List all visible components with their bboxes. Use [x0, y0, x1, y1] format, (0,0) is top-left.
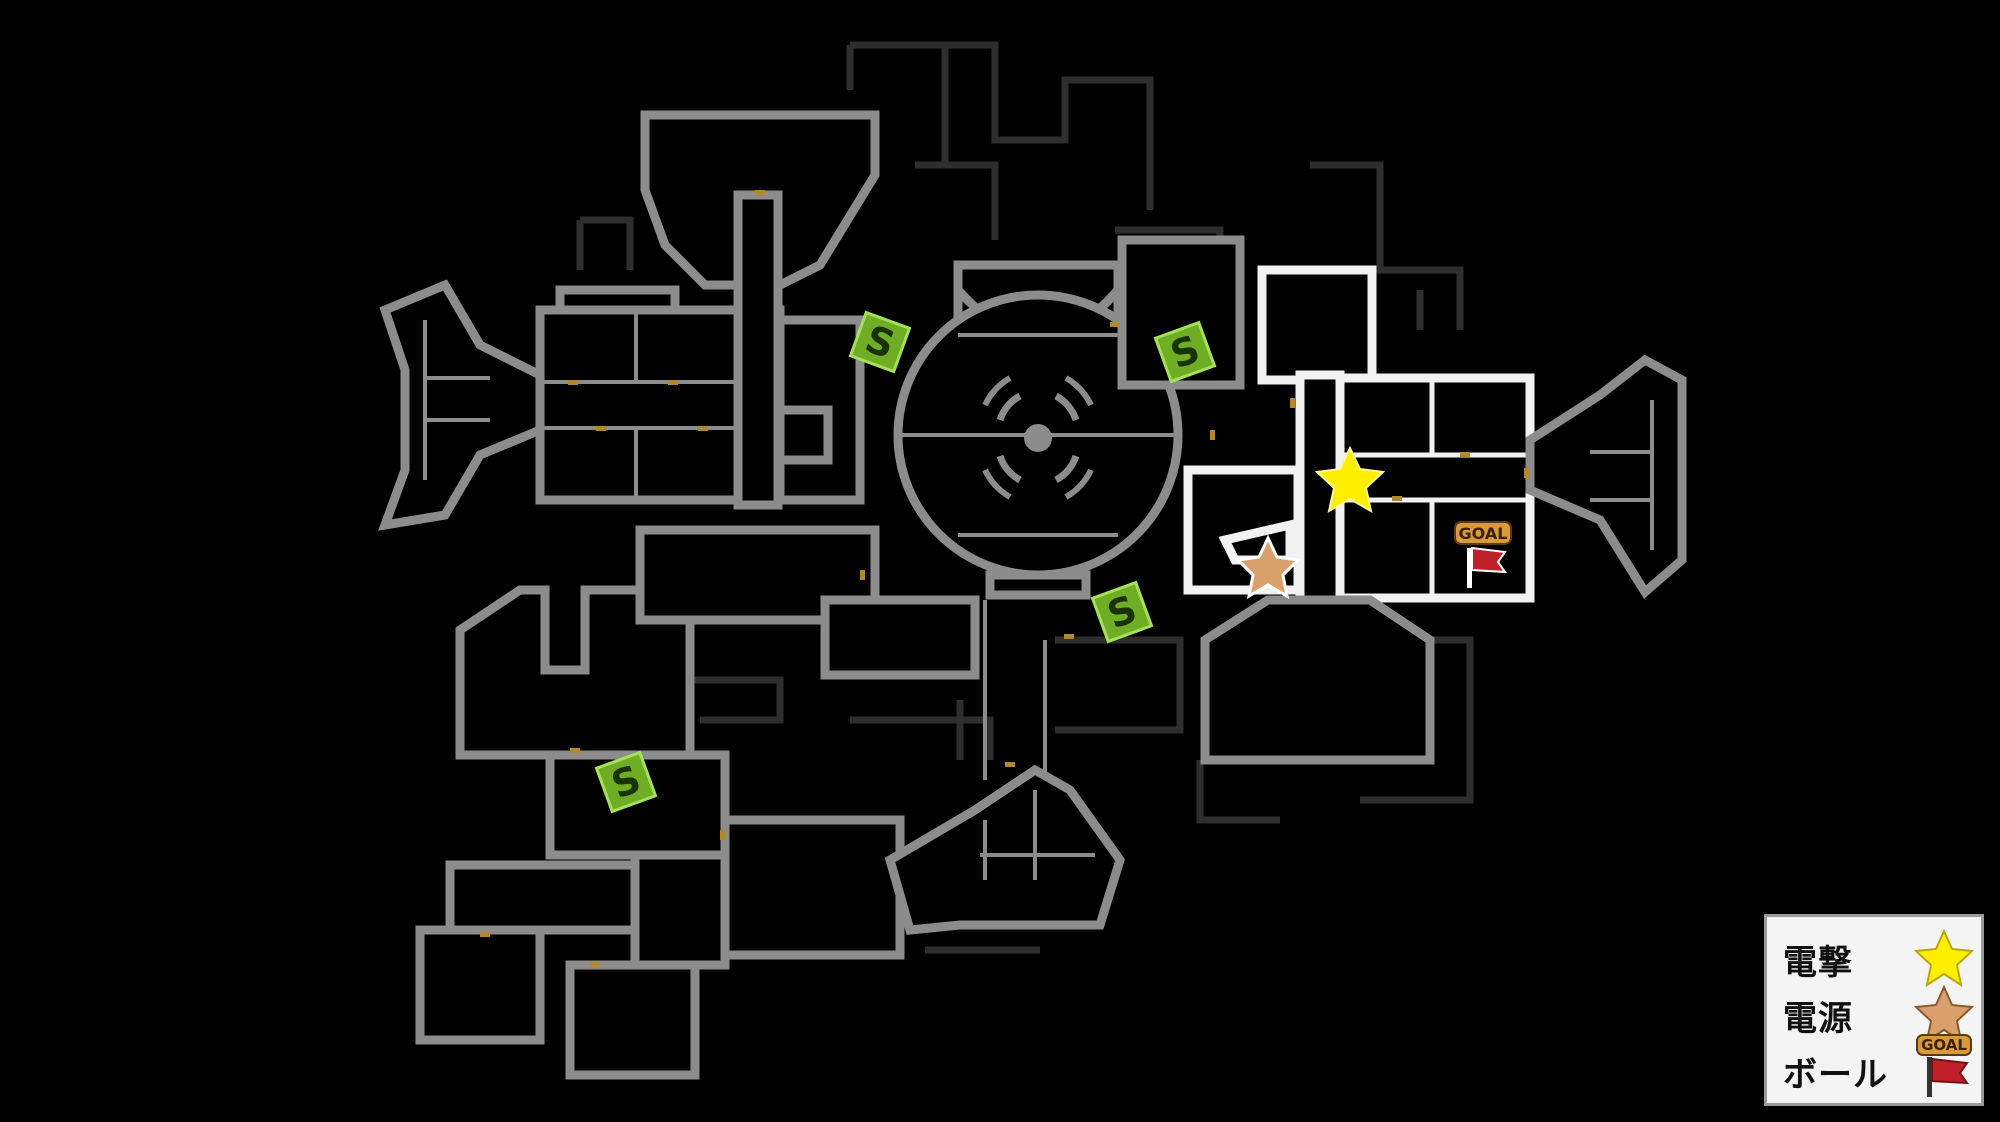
left-rooms: [535, 110, 880, 510]
goal-flag-icon: GOAL: [1916, 1034, 1972, 1097]
bottom-wing-room: [884, 764, 1125, 935]
save-point: S: [848, 310, 912, 374]
lower-left-rooms: [415, 525, 1047, 1080]
legend-goal-badge: GOAL: [1921, 1036, 1967, 1054]
central-arena: [893, 260, 1183, 600]
yellow-star-icon: [1913, 928, 1975, 987]
goal-flag-label: GOAL: [1459, 524, 1508, 543]
save-point: S: [1153, 320, 1217, 384]
yellow-star-icon: [1314, 445, 1386, 513]
save-point: S: [594, 750, 658, 814]
tan-star-icon: [1234, 534, 1302, 599]
legend-panel: 電撃 電源 ボール GOAL: [1764, 914, 1984, 1106]
right-rooms: [1117, 235, 1535, 765]
legend-row-ball: ボール GOAL: [1767, 1034, 1987, 1097]
legend-label-power: 電源: [1783, 999, 1853, 1039]
legend-row-power: 電源: [1767, 983, 1987, 1043]
legend-label-ball: ボール: [1783, 1055, 1888, 1095]
right-wing-room: [1525, 354, 1687, 599]
doors: [480, 190, 1529, 967]
save-point: S: [1090, 580, 1154, 644]
legend-label-shock: 電撃: [1783, 943, 1853, 983]
legend-row-shock: 電撃: [1767, 927, 1987, 987]
background-rooms: [576, 41, 1474, 954]
goal-flag-icon: GOAL: [1454, 521, 1512, 588]
left-wing-room: [378, 279, 545, 531]
tan-star-icon: [1913, 984, 1975, 1043]
